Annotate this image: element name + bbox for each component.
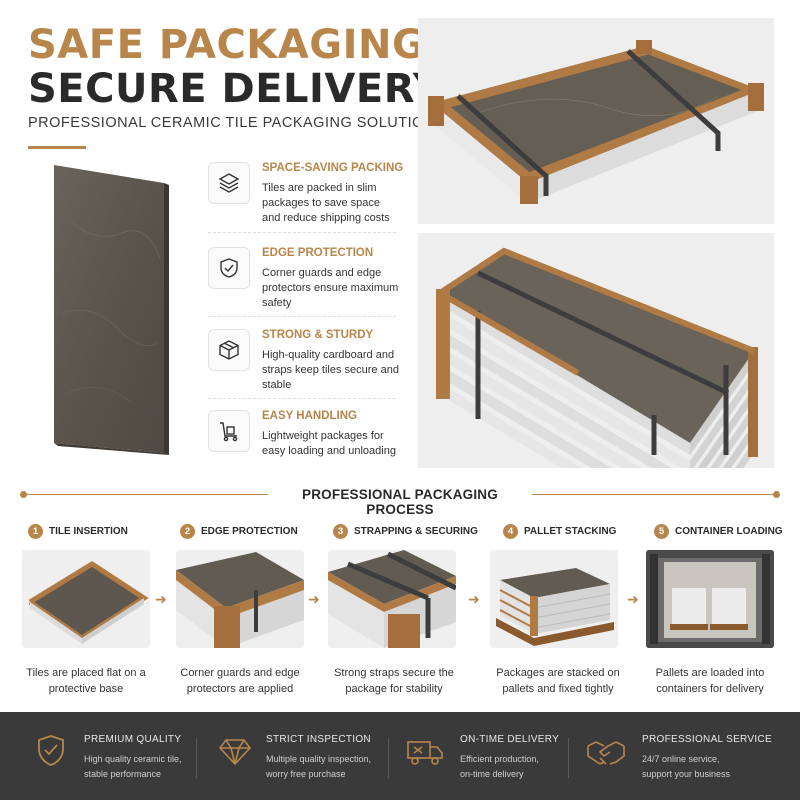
footer-divider [388, 738, 389, 778]
footer-title: PREMIUM QUALITY [84, 734, 182, 745]
delivery-truck-icon [407, 741, 443, 765]
process-rule-right [532, 494, 774, 495]
footer-line: Efficient production, [460, 754, 539, 764]
arrow-icon: ➜ [155, 591, 167, 607]
step-number: 4 [503, 524, 518, 539]
step-text: Corner guards and edge protectors are ap… [180, 667, 300, 695]
step-5-header: 5 CONTAINER LOADING [654, 524, 783, 539]
footer-divider [568, 738, 569, 778]
shield-check-icon [38, 735, 64, 766]
footer-divider [196, 738, 197, 778]
hero-title-line1: SAFE PACKAGING [28, 22, 426, 68]
footer-title: ON-TIME DELIVERY [460, 734, 560, 745]
footer-line: stable performance [84, 769, 162, 779]
process-rule-dot-right [773, 491, 780, 498]
footer-on-time-delivery: ON-TIME DELIVERY Efficient production, o… [406, 712, 566, 800]
step-text: Packages are stacked on pallets and fixe… [496, 667, 620, 695]
feature-text: Lightweight packages for easy loading an… [262, 430, 396, 457]
step-number: 1 [28, 524, 43, 539]
footer-line: worry free purchase [266, 769, 346, 779]
feature-text: High-quality cardboard and straps keep t… [262, 349, 399, 391]
step-2-image [176, 550, 304, 648]
diamond-icon [218, 739, 252, 766]
footer-subtext: Efficient production, on-time delivery [460, 752, 539, 782]
footer-strict-inspection: STRICT INSPECTION Multiple quality inspe… [218, 712, 388, 800]
hand-truck-icon [208, 410, 250, 452]
tile-slab-image [54, 165, 169, 455]
box-icon [208, 329, 250, 371]
process-title: PROFESSIONAL PACKAGING PROCESS [302, 487, 498, 517]
footer-professional-service: PROFESSIONAL SERVICE 24/7 online service… [586, 712, 786, 800]
stacked-packages-photo [418, 233, 774, 545]
feature-text: Corner guards and edge protectors ensure… [262, 267, 399, 309]
process-rule-left [26, 494, 268, 495]
step-1-header: 1 TILE INSERTION [28, 524, 128, 539]
step-2-header: 2 EDGE PROTECTION [180, 524, 298, 539]
feature-title: STRONG & STURDY [262, 329, 374, 341]
layers-icon [208, 162, 250, 204]
step-text: Pallets are loaded into containers for d… [655, 667, 765, 695]
step-label: CONTAINER LOADING [675, 526, 783, 537]
footer-title: PROFESSIONAL SERVICE [642, 734, 772, 745]
title-accent-rule [28, 146, 86, 149]
feature-text: Tiles are packed in slim packages to sav… [262, 182, 390, 224]
feature-title: EASY HANDLING [262, 410, 357, 422]
step-label: TILE INSERTION [49, 526, 128, 537]
arrow-icon: ➜ [468, 591, 480, 607]
hero-subtitle: PROFESSIONAL CERAMIC TILE PACKAGING SOLU… [28, 115, 446, 131]
feature-title: SPACE-SAVING PACKING [262, 162, 404, 174]
step-5-image [646, 550, 774, 648]
step-label: PALLET STACKING [524, 526, 617, 537]
step-4-header: 4 PALLET STACKING [503, 524, 616, 539]
step-label: STRAPPING & SECURING [354, 526, 478, 537]
feature-divider [208, 232, 396, 233]
arrow-icon: ➜ [627, 591, 639, 607]
footer-subtext: 24/7 online service, support your busine… [642, 752, 730, 782]
feature-title: EDGE PROTECTION [262, 247, 374, 259]
hero-title-line2: SECURE DELIVERY [28, 66, 443, 112]
footer-subtext: Multiple quality inspection, worry free … [266, 752, 371, 782]
step-number: 5 [654, 524, 669, 539]
footer-line: support your business [642, 769, 731, 779]
footer-subtext: High quality ceramic tile, stable perfor… [84, 752, 182, 782]
feature-divider [208, 398, 396, 399]
handshake-icon [587, 741, 625, 765]
step-text: Strong straps secure the package for sta… [334, 667, 454, 695]
footer-line: High quality ceramic tile, [84, 754, 182, 764]
shield-check-icon [208, 247, 250, 289]
footer-title: STRICT INSPECTION [266, 734, 371, 745]
step-label: EDGE PROTECTION [201, 526, 298, 537]
step-3-header: 3 STRAPPING & SECURING [333, 524, 478, 539]
step-4-image [490, 550, 618, 648]
footer-line: 24/7 online service, [642, 754, 720, 764]
arrow-icon: ➜ [308, 591, 320, 607]
step-text: Tiles are placed flat on a protective ba… [26, 667, 146, 695]
footer-premium-quality: PREMIUM QUALITY High quality ceramic til… [36, 712, 196, 800]
process-rule-dot-left [20, 491, 27, 498]
footer-line: Multiple quality inspection, [266, 754, 372, 764]
step-1-image [22, 550, 150, 648]
step-number: 2 [180, 524, 195, 539]
footer-bar: PREMIUM QUALITY High quality ceramic til… [0, 712, 800, 800]
step-3-image [328, 550, 456, 648]
feature-divider [208, 316, 396, 317]
single-package-photo [418, 18, 774, 224]
step-number: 3 [333, 524, 348, 539]
footer-line: on-time delivery [460, 769, 524, 779]
